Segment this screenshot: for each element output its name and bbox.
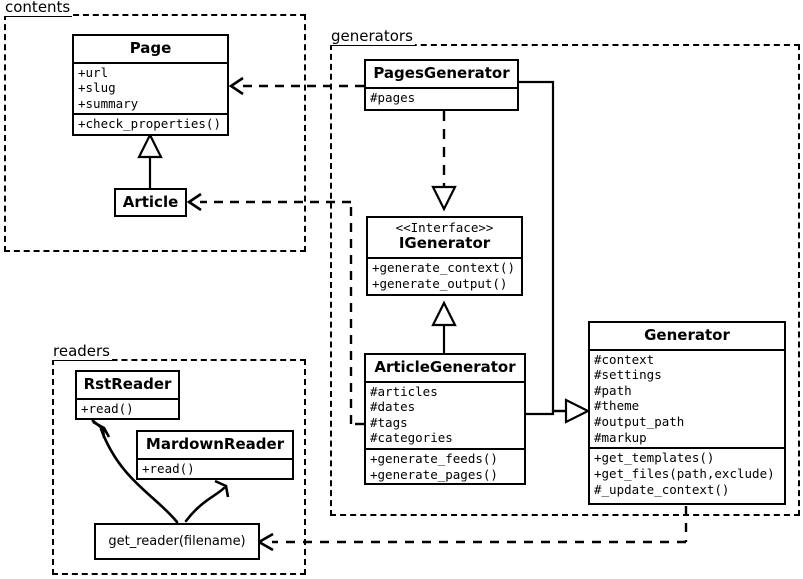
- class-rstreader-operations: +read(): [77, 397, 178, 419]
- package-generators-label: generators: [330, 27, 415, 46]
- class-generator-name: Generator: [644, 326, 730, 344]
- attribute: #theme: [594, 398, 640, 414]
- class-mardownreader-name: MardownReader: [145, 435, 285, 453]
- attribute: #output_path: [594, 414, 685, 429]
- class-page-attributes: +url +slug +summary: [74, 61, 227, 114]
- class-igenerator-operations: +generate_context() +generate_output(): [368, 256, 521, 293]
- attribute: #settings: [594, 367, 662, 383]
- class-igenerator-name: IGenerator: [398, 234, 491, 253]
- class-page-operations: +check_properties(): [74, 113, 227, 134]
- attribute: +summary: [78, 95, 139, 111]
- class-pagesgenerator-name: PagesGenerator: [373, 64, 510, 82]
- operation: +get_files(path,exclude): [594, 465, 775, 481]
- operation: +get_templates(): [594, 450, 715, 466]
- class-generator-attributes: #context #settings #path #theme #output_…: [590, 348, 784, 448]
- attribute: +slug: [78, 80, 116, 96]
- attribute: #articles: [370, 383, 438, 399]
- attribute: #tags: [370, 414, 408, 430]
- package-generators: [330, 44, 800, 516]
- class-articlegenerator[interactable]: ArticleGenerator #articles #dates #tags …: [364, 353, 526, 485]
- function-get-reader[interactable]: get_reader(filename): [94, 523, 260, 560]
- attribute: +url: [78, 64, 109, 80]
- attribute: #pages: [370, 89, 416, 105]
- attribute: #dates: [370, 399, 416, 415]
- class-page[interactable]: Page +url +slug +summary +check_properti…: [72, 34, 229, 136]
- attribute: #categories: [370, 430, 453, 446]
- operation: +generate_context(): [372, 259, 515, 275]
- operation: +generate_feeds(): [370, 451, 498, 466]
- attribute: #path: [594, 382, 632, 398]
- class-pagesgenerator[interactable]: PagesGenerator #pages: [364, 59, 519, 111]
- class-generator[interactable]: Generator #context #settings #path #them…: [588, 321, 786, 505]
- class-article-name: Article: [122, 193, 179, 212]
- attribute: #markup: [594, 429, 647, 445]
- operation: #_update_context(): [594, 481, 730, 497]
- class-articlegenerator-name: ArticleGenerator: [374, 358, 516, 376]
- function-get-reader-label: get_reader(filename): [108, 534, 246, 549]
- operation: +read(): [142, 460, 195, 476]
- package-contents: [4, 14, 306, 252]
- class-igenerator[interactable]: <<Interface>> IGenerator +generate_conte…: [366, 216, 523, 296]
- class-article[interactable]: Article: [114, 188, 187, 217]
- class-articlegenerator-operations: +generate_feeds() +generate_pages(): [366, 448, 524, 484]
- operation: +generate_output(): [372, 275, 508, 291]
- class-rstreader-name: RstReader: [83, 375, 172, 393]
- class-mardownreader[interactable]: MardownReader +read(): [136, 430, 294, 480]
- package-contents-label: contents: [4, 0, 73, 17]
- operation: +read(): [81, 400, 134, 416]
- class-igenerator-stereotype: <<Interface>>: [395, 220, 494, 235]
- package-readers: [52, 359, 306, 575]
- package-readers-label: readers: [52, 342, 112, 361]
- class-page-name: Page: [129, 39, 172, 57]
- operation: +check_properties(): [78, 116, 221, 132]
- operation: +generate_pages(): [370, 466, 498, 482]
- class-articlegenerator-attributes: #articles #dates #tags #categories: [366, 380, 524, 449]
- attribute: #context: [594, 351, 655, 367]
- class-mardownreader-operations: +read(): [138, 457, 292, 479]
- class-generator-operations: +get_templates() +get_files(path,exclude…: [590, 447, 784, 499]
- class-rstreader[interactable]: RstReader +read(): [75, 370, 180, 420]
- class-pagesgenerator-attributes: #pages: [366, 86, 517, 108]
